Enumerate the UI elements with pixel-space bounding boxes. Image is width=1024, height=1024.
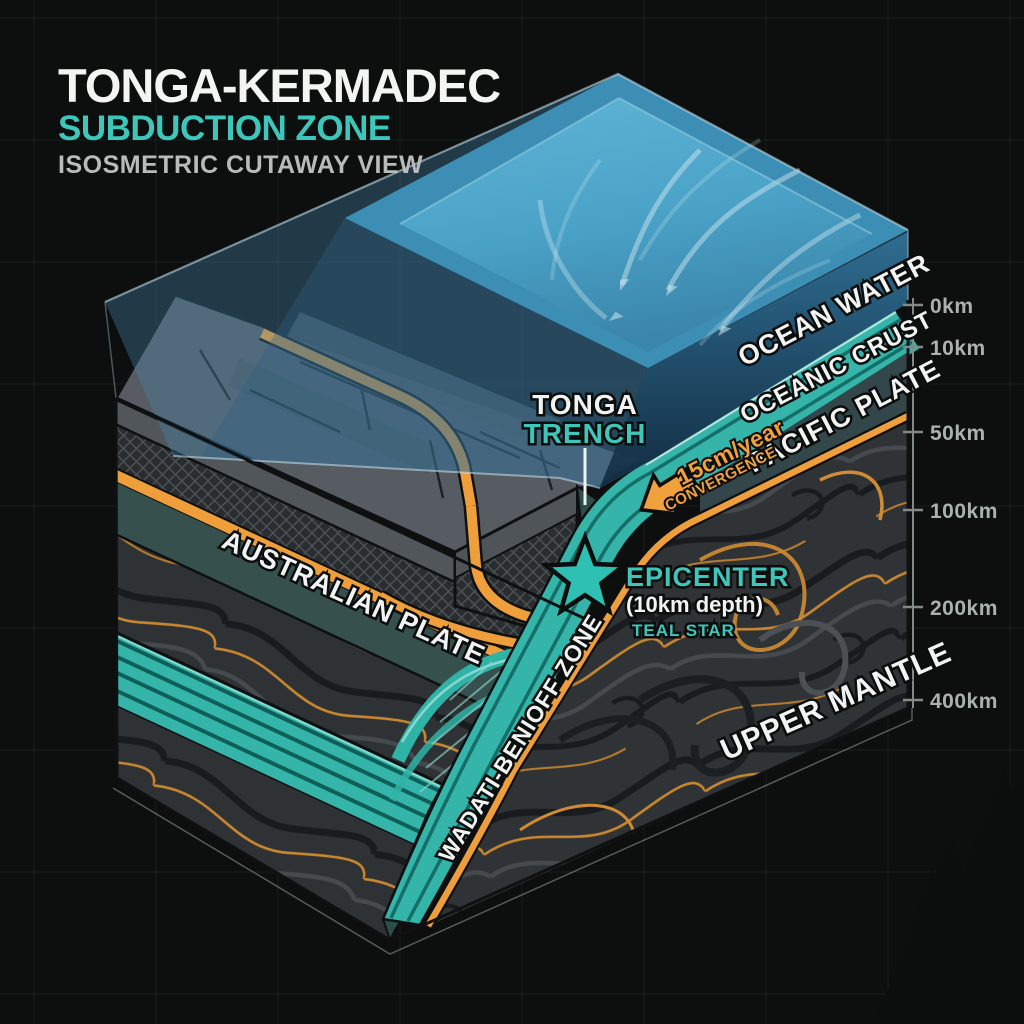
block-edges xyxy=(112,300,913,955)
title-block: TONGA-KERMADEC SUBDUCTION ZONE ISOSMETRI… xyxy=(58,59,501,179)
depth-tick-100km: 100km xyxy=(930,500,998,523)
depth-tick-400km: 400km xyxy=(930,690,998,713)
title-line2: SUBDUCTION ZONE xyxy=(58,109,391,148)
epicenter-note-label: TEAL STAR xyxy=(632,621,735,640)
epicenter-depth-label: (10km depth) xyxy=(626,592,763,617)
depth-tick-200km: 200km xyxy=(930,597,998,620)
pacific-plate-band xyxy=(700,352,908,518)
depth-tick-0km: 0km xyxy=(930,295,974,318)
depth-tick-10km: 10km xyxy=(930,337,986,360)
surface-currents xyxy=(537,138,862,347)
volcanic-arc-stripe xyxy=(259,328,476,507)
depth-scale: 0km 10km 50km 100km 200km 400km xyxy=(903,295,998,713)
current-arrowheads xyxy=(609,279,732,336)
title-line1: TONGA-KERMADEC xyxy=(58,59,500,112)
ocean-surface-panel xyxy=(400,98,872,352)
convergence-arrow-icon xyxy=(638,466,701,517)
title-line3: ISOSMETRIC CUTAWAY VIEW xyxy=(58,151,423,179)
depth-tick-50km: 50km xyxy=(930,422,986,445)
tonga-trench-label-line1: TONGA xyxy=(532,389,638,420)
plate-interface-line xyxy=(425,413,910,928)
epicenter-star-icon xyxy=(539,530,631,617)
orange-basin-line xyxy=(377,592,561,657)
epicenter-label: EPICENTER xyxy=(626,562,790,592)
ocean-water-block xyxy=(104,72,909,489)
wedge-hatch xyxy=(419,661,517,793)
fault-lines xyxy=(198,349,561,499)
australian-plate-terrain xyxy=(113,293,644,554)
tonga-trench-label-line2: TRENCH xyxy=(524,418,647,449)
